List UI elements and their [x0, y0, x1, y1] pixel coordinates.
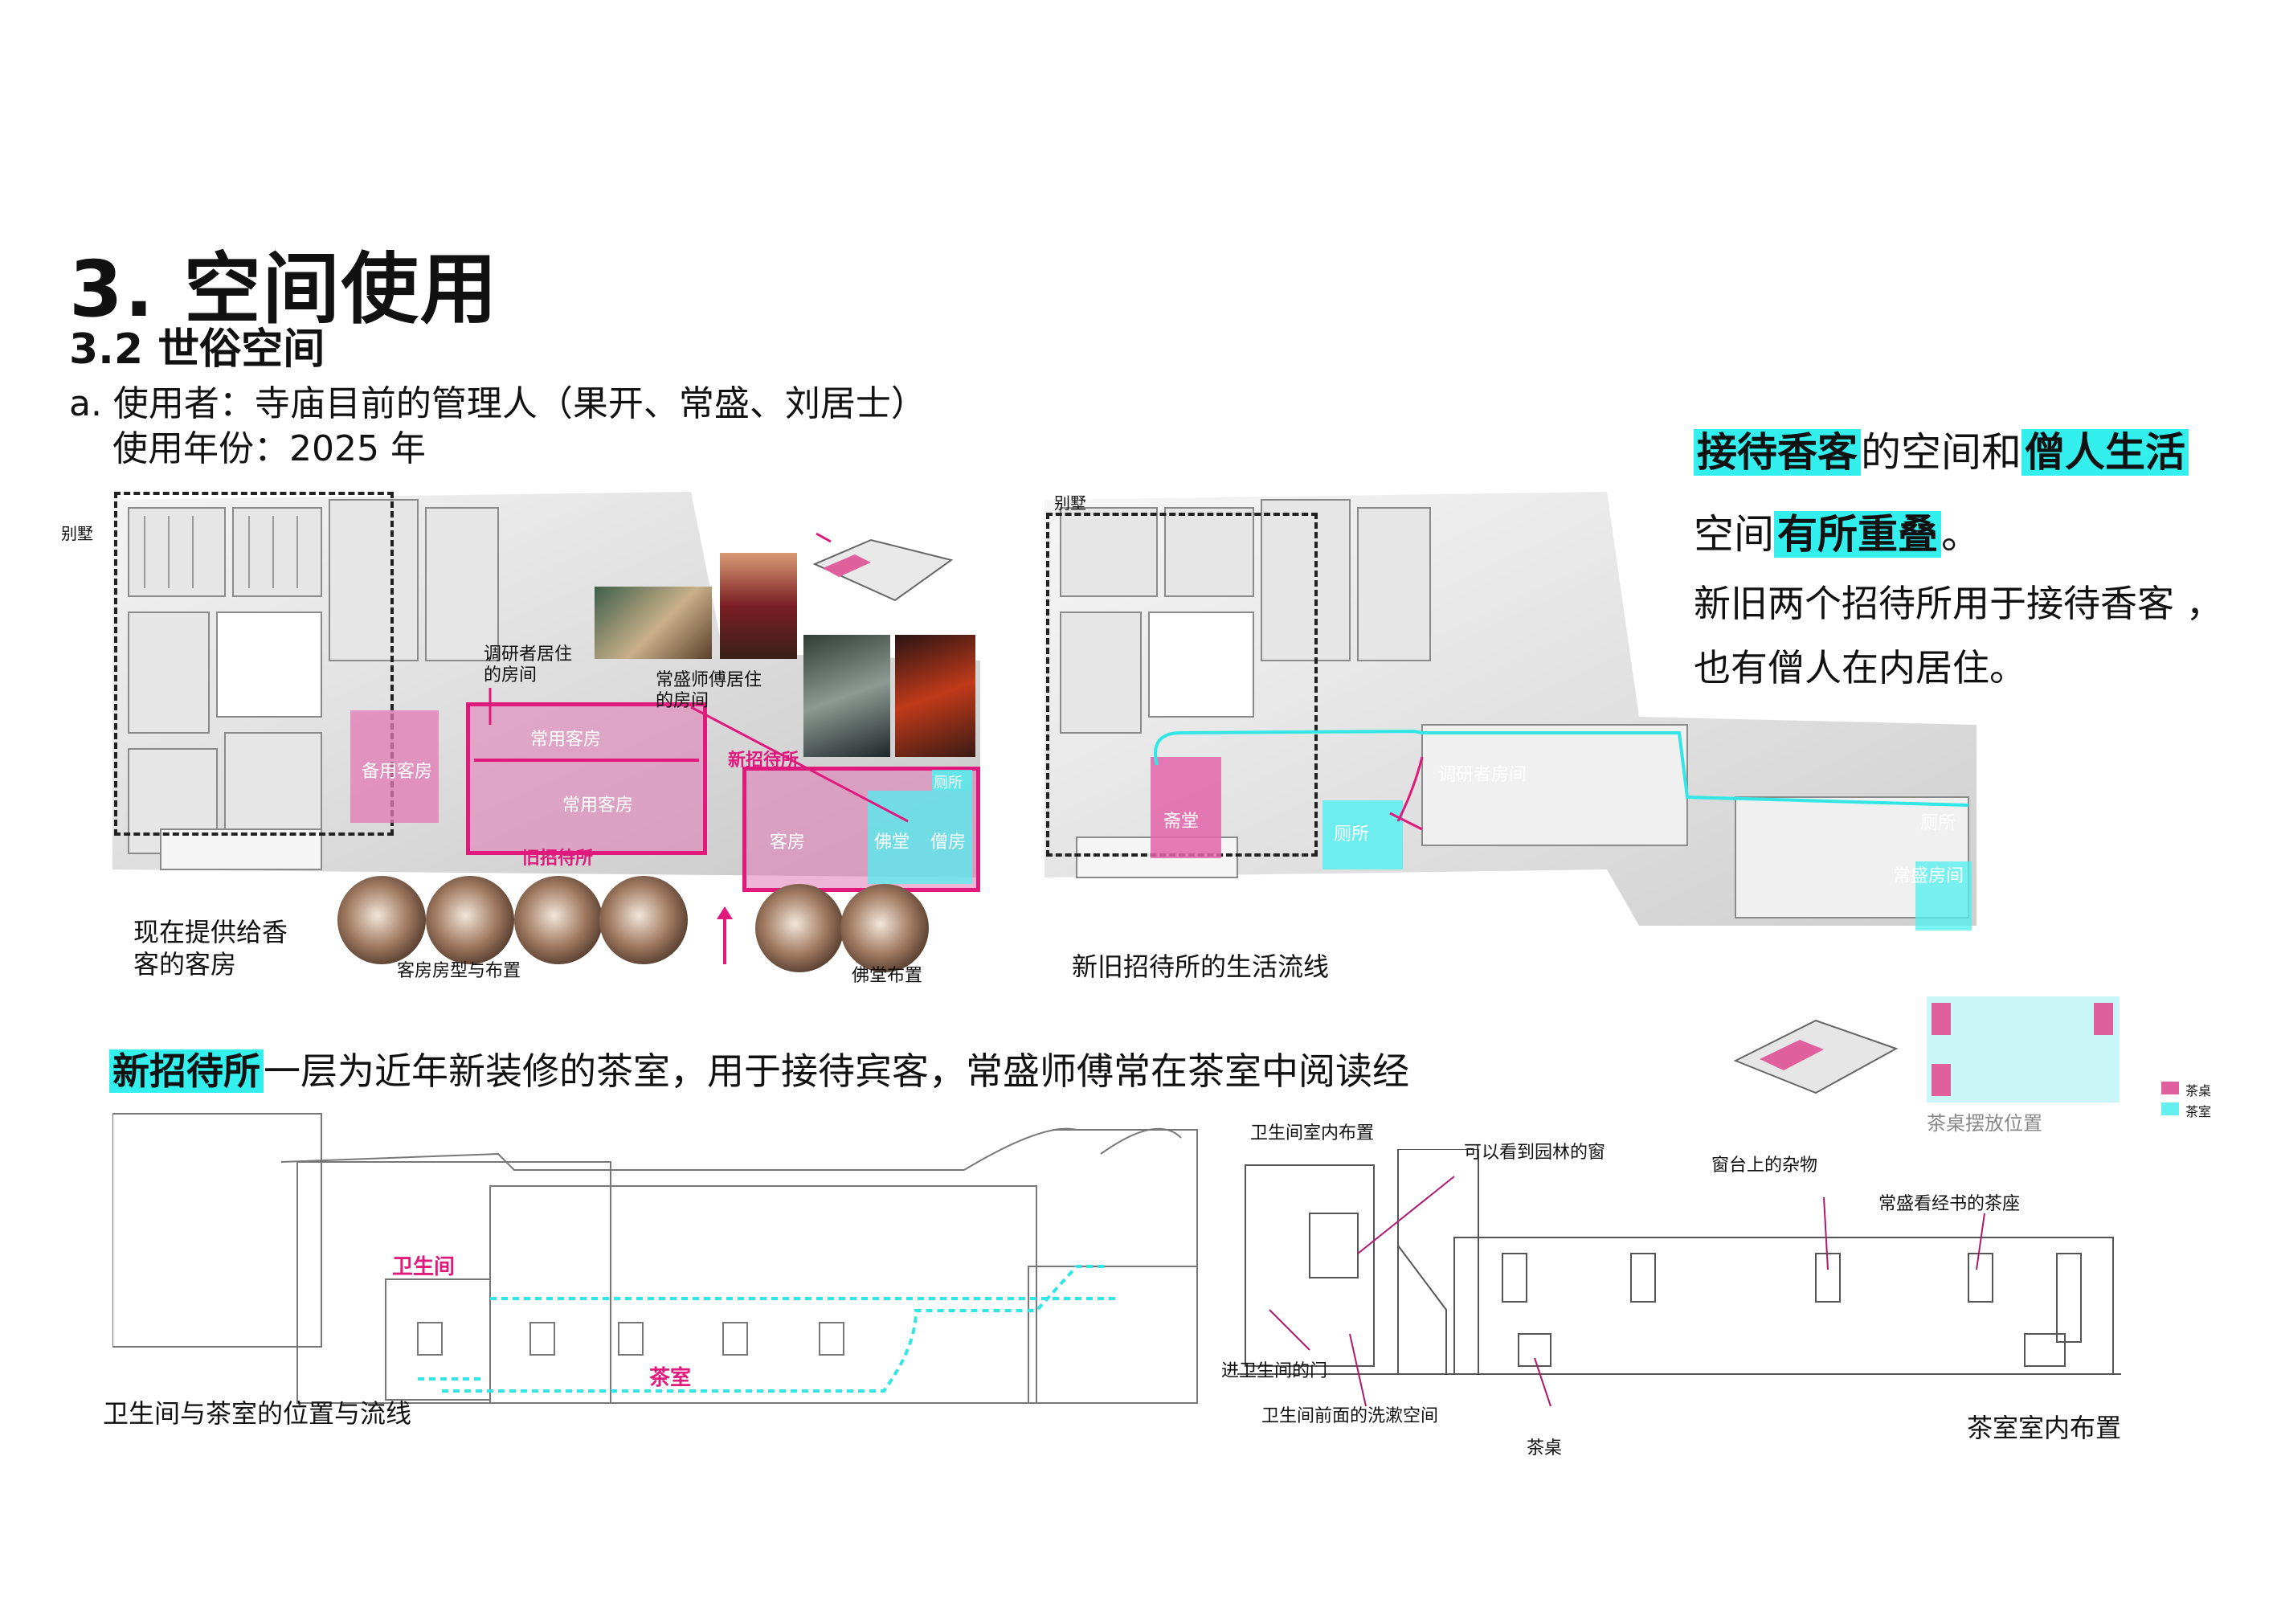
master-room-note: 常盛师傅居住 的房间 [656, 670, 762, 712]
sill-items-label: 窗台上的杂物 [1711, 1156, 1818, 1176]
legend-label-table: 茶桌 [2185, 1083, 2212, 1098]
highlight-new-guesthouse: 新招待所 [109, 1049, 264, 1093]
statement-line-3: 新旧两个招待所用于接待香客 ， [1694, 582, 2223, 625]
guest-room-label: 客房 [770, 832, 806, 853]
toilet1-label: 厕所 [1334, 824, 1370, 845]
page-title: 3. 空间使用 [69, 244, 499, 334]
fisheye-photo-2 [426, 876, 514, 964]
plan-right: 斋堂 厕所 调研者房间 厕所 常盛房间 [1044, 492, 1977, 942]
fisheye-photo-1 [337, 876, 426, 964]
tea-table-plan [1927, 996, 2120, 1102]
bath-door-label: 进卫生间的门 [1221, 1361, 1328, 1381]
toilet2-label: 厕所 [1920, 813, 1956, 833]
spare-room-block [350, 710, 439, 823]
legend-swatch-table [2161, 1082, 2179, 1094]
guest-room-caption: 现在提供给香 客的客房 [133, 917, 288, 980]
common-room-top-label: 常用客房 [530, 730, 602, 750]
photo-door [720, 553, 797, 659]
toilet1-block [1322, 800, 1403, 869]
old-guesthouse-block [466, 702, 707, 855]
mini-axon-left [807, 524, 959, 620]
statement-post-2: 。 [1941, 511, 1981, 558]
garden-window-label: 可以看到园林的窗 [1464, 1143, 1606, 1163]
common-room-label: 常用客房 [562, 796, 634, 816]
annotation-leaders [489, 688, 909, 823]
statement-line-2: 空间有所重叠。 [1694, 511, 1981, 558]
fisheye-photo-4 [599, 876, 688, 964]
flow-lines-right [1154, 729, 1969, 831]
interior-leaders [1269, 1176, 1985, 1407]
survey-room-note: 调研者居住 的房间 [484, 644, 573, 686]
highlight-overlap: 有所重叠 [1774, 511, 1941, 558]
legend-swatch-room [2161, 1102, 2179, 1115]
old-guesthouse-divider [474, 759, 699, 762]
teahouse-statement: 新招待所一层为近年新装修的茶室，用于接待宾客，常盛师傅常在茶室中阅读经 [109, 1049, 1409, 1093]
fisheye-photo-6 [840, 884, 929, 972]
statement-line-4: 也有僧人在内居住。 [1694, 646, 2026, 689]
reading-seat-label: 常盛看经书的茶座 [1878, 1194, 2021, 1214]
layout-caption: 客房房型与布置 [397, 961, 521, 981]
spare-room-label: 备用客房 [362, 762, 433, 782]
tea-room-label: 茶室 [649, 1366, 692, 1390]
buddha-hall-label: 佛堂 [874, 832, 910, 853]
section-right-drawing [1237, 1148, 2121, 1375]
section-left-drawing [112, 1113, 1198, 1404]
fisheye-photo-3 [514, 876, 603, 964]
photo-room-1 [595, 587, 712, 659]
plan-right-drawing [1044, 492, 1977, 926]
statement-pre-2: 空间 [1694, 511, 1774, 558]
tea-table-label: 茶桌 [1527, 1438, 1563, 1458]
highlight-reception: 接待香客 [1694, 429, 1861, 476]
statement-mid-1: 的空间和 [1861, 429, 2022, 476]
wash-space-label: 卫生间前面的洗漱空间 [1261, 1406, 1439, 1426]
up-arrow-icon [717, 906, 733, 919]
flow-caption: 新旧招待所的生活流线 [1072, 951, 1330, 982]
section-left: 卫生间 茶室 [112, 1106, 1205, 1411]
legend-caption: 茶桌摆放位置 [1927, 1112, 2042, 1135]
master-room-block [1915, 861, 1972, 931]
mini-axon-right [1727, 1004, 1904, 1109]
teahouse-text: 一层为近年新装修的茶室，用于接待宾客，常盛师傅常在茶室中阅读经 [264, 1049, 1409, 1093]
tea-table-mark-3 [1932, 1064, 1951, 1096]
toilet-label: 厕所 [934, 775, 963, 792]
year-line: 使用年份：2025 年 [112, 428, 426, 469]
plan-left-drawing [112, 492, 980, 877]
villa-boundary [114, 492, 394, 836]
section-left-caption: 卫生间与茶室的位置与流线 [103, 1398, 412, 1429]
villa-label-right: 别墅 [1054, 493, 1086, 513]
section-subtitle: 3.2 世俗空间 [69, 325, 325, 374]
plan-left: 备用客房 常用客房 常用客房 旧招待所 新招待所 客房 佛堂 僧房 厕所 调研者… [112, 492, 980, 892]
up-arrow-shaft [723, 916, 726, 964]
fisheye-photo-5 [755, 884, 844, 972]
photo-room-3 [895, 635, 975, 757]
buddha-layout-caption: 佛堂布置 [852, 966, 923, 986]
tea-table-mark-1 [1932, 1003, 1951, 1035]
old-guesthouse-label: 旧招待所 [522, 849, 594, 869]
statement-line-1: 接待香客的空间和僧人生活 [1694, 429, 2189, 476]
bathroom-label: 卫生间 [392, 1255, 456, 1279]
dining-label: 斋堂 [1163, 812, 1200, 832]
survey-room-label-right: 调研者房间 [1438, 765, 1527, 785]
bath-layout-label: 卫生间室内布置 [1250, 1123, 1375, 1143]
monk-room-label: 僧房 [930, 832, 967, 853]
dining-block [1151, 757, 1221, 858]
villa-label-left: 别墅 [61, 524, 93, 543]
users-line: a. 使用者：寺庙目前的管理人（果开、常盛、刘居士） [69, 383, 926, 424]
toilet-block [932, 770, 972, 791]
master-room-label-right: 常盛房间 [1893, 866, 1964, 886]
monk-zone-block [868, 791, 972, 884]
photo-room-2 [803, 635, 890, 757]
tea-table-mark-2 [2094, 1003, 2113, 1035]
legend-label-room: 茶室 [2185, 1104, 2212, 1119]
highlight-monk-life: 僧人生活 [2022, 429, 2189, 476]
section-right [1237, 1148, 2129, 1422]
interior-caption: 茶室室内布置 [1967, 1413, 2122, 1443]
new-guesthouse-label: 新招待所 [728, 751, 799, 771]
